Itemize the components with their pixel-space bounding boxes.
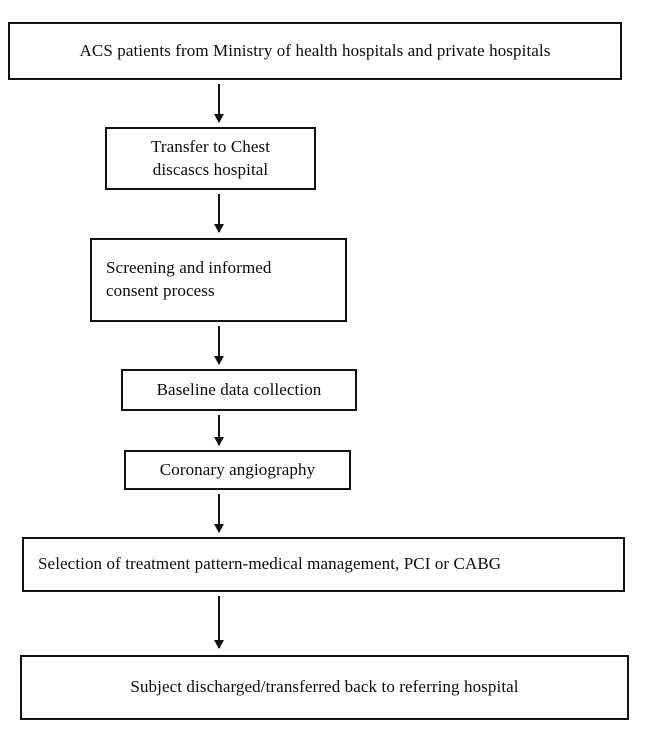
connector-arrow (218, 326, 220, 364)
flowchart-node-label: Selection of treatment pattern-medical m… (38, 554, 502, 574)
flowchart-node-2: Transfer to Chest discascs hospital (105, 127, 316, 190)
connector-arrow (218, 596, 220, 648)
flowchart-node-label: Subject discharged/transferred back to r… (130, 677, 519, 697)
flowchart-node-label: Screening and informed consent process (106, 258, 272, 300)
connector-arrow (218, 415, 220, 445)
flowchart-node-7: Subject discharged/transferred back to r… (20, 655, 629, 720)
flowchart-node-5: Coronary angiography (124, 450, 351, 490)
flowchart-node-label: Baseline data collection (156, 379, 322, 399)
connector-arrow (218, 84, 220, 122)
flowchart-node-4: Baseline data collection (121, 369, 357, 411)
flowchart-node-label: ACS patients from Ministry of health hos… (79, 40, 551, 60)
flowchart-node-1: ACS patients from Ministry of health hos… (8, 22, 622, 80)
connector-arrow (218, 194, 220, 232)
flowchart-node-6: Selection of treatment pattern-medical m… (22, 537, 625, 592)
flowchart-node-label: Coronary angiography (159, 459, 316, 479)
connector-arrow (218, 494, 220, 532)
flowchart-node-label: Transfer to Chest discascs hospital (150, 136, 271, 179)
flowchart-node-3: Screening and informed consent process (90, 238, 347, 322)
